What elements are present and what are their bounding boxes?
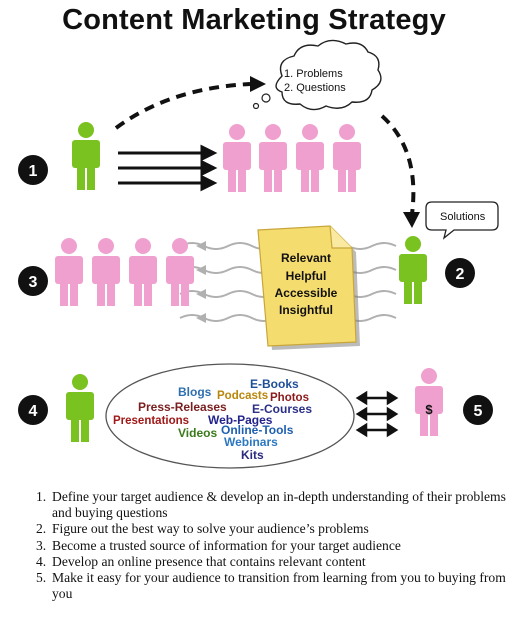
word-blogs: Blogs <box>178 385 212 399</box>
pink-person-audience-row1-4 <box>333 124 361 192</box>
pink-person-audience-row3-2 <box>92 238 120 306</box>
pink-person-audience-row3-4 <box>166 238 194 306</box>
word-online-tools: Online-Tools <box>221 423 294 437</box>
word-photos: Photos <box>270 392 309 404</box>
step-badge-1: 1 <box>18 155 48 185</box>
pink-person-audience-row3-1 <box>55 238 83 306</box>
dashed-arrow-to-bubble <box>114 82 251 130</box>
content-document: Relevant Helpful Accessible Insightful <box>257 225 360 350</box>
word-ebooks: E-Books <box>250 377 299 391</box>
svg-text:1: 1 <box>29 163 38 180</box>
thought-line-2: 2. Questions <box>284 82 346 94</box>
row3-arrowheads <box>196 241 206 323</box>
svg-text:2: 2 <box>456 266 465 283</box>
thought-bubble: 1. Problems 2. Questions <box>252 39 382 111</box>
dashed-arrow-to-solver <box>380 114 416 215</box>
word-cloud: Blogs Podcasts Photos E-Books Press-Rele… <box>113 377 312 462</box>
green-person-marketer <box>72 122 100 190</box>
green-person-solver <box>399 236 427 304</box>
dollar-sign: $ <box>425 402 433 417</box>
people-figures <box>55 122 443 442</box>
dashed-arrow-head-2 <box>403 212 420 228</box>
step-badge-2: 2 <box>445 258 475 288</box>
word-web-pages: Web-Pages <box>208 413 273 427</box>
word-webinars: Webinars <box>224 435 278 449</box>
svg-text:3: 3 <box>29 274 38 291</box>
word-press-releases: Press-Releases <box>138 400 227 414</box>
step-badge-3: 3 <box>18 266 48 296</box>
pink-person-customer <box>415 368 443 436</box>
step-badge-5: 5 <box>463 395 493 425</box>
pink-person-audience-row1-2 <box>259 124 287 192</box>
svg-text:4: 4 <box>29 403 38 420</box>
pink-person-audience-row1-1 <box>223 124 251 192</box>
word-ecourses: E-Courses <box>252 402 312 416</box>
content-types-ellipse <box>105 363 355 469</box>
speech-text: Solutions <box>440 211 486 223</box>
page-title: Content Marketing Strategy <box>62 4 446 36</box>
step-item-2: 2.Figure out the best way to solve your … <box>36 521 369 537</box>
doc-label-accessible: Accessible <box>275 286 338 300</box>
word-videos: Videos <box>178 426 217 440</box>
step-item-4: 4.Develop an online presence that contai… <box>36 553 366 569</box>
speech-bubble: Solutions <box>425 201 499 240</box>
green-person-online <box>66 374 94 442</box>
row1-arrows <box>118 144 218 192</box>
steps-list: 1.Define your target audience & develop … <box>36 489 506 602</box>
thought-line-1: 1. Problems <box>284 68 343 80</box>
step-item-1: 1.Define your target audience & develop … <box>36 489 506 521</box>
step-item-5: 5.Make it easy for your audience to tran… <box>36 570 506 602</box>
word-presentations: Presentations <box>113 415 189 427</box>
exchange-arrows <box>355 390 399 438</box>
step-item-3: 3.Become a trusted source of information… <box>36 537 401 553</box>
pink-person-audience-row1-3 <box>296 124 324 192</box>
dashed-arrow-head-1 <box>250 76 266 92</box>
pink-person-audience-row3-3 <box>129 238 157 306</box>
svg-text:5: 5 <box>474 403 483 420</box>
doc-label-helpful: Helpful <box>286 269 327 283</box>
word-kits: Kits <box>241 448 264 462</box>
doc-label-insightful: Insightful <box>279 303 333 317</box>
doc-label-relevant: Relevant <box>281 251 331 265</box>
step-badge-4: 4 <box>18 395 48 425</box>
word-podcasts: Podcasts <box>217 390 268 402</box>
